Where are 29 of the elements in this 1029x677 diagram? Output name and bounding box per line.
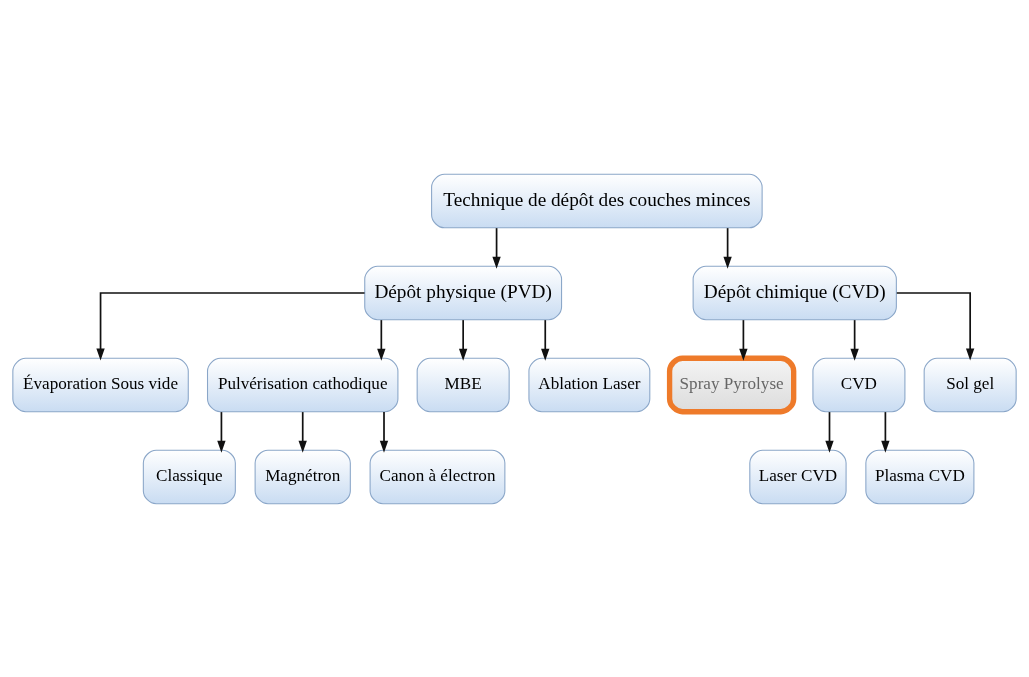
node-box: Laser CVD bbox=[749, 449, 847, 504]
node-box: CVD bbox=[812, 357, 906, 412]
node-box: Dépôt chimique (CVD) bbox=[692, 265, 897, 320]
arrow bbox=[850, 318, 859, 361]
node-box: Évaporation Sous vide bbox=[12, 357, 189, 412]
arrow bbox=[825, 410, 834, 453]
arrow bbox=[895, 291, 975, 360]
arrow bbox=[492, 226, 501, 269]
node-box: Spray Pyrolyse bbox=[666, 355, 797, 414]
node-box: MBE bbox=[416, 357, 510, 412]
arrow bbox=[377, 318, 386, 361]
node-box: Dépôt physique (PVD) bbox=[364, 265, 563, 320]
arrow bbox=[723, 226, 732, 269]
node-box: Technique de dépôt des couches minces bbox=[431, 173, 763, 228]
arrow bbox=[881, 410, 890, 453]
node-box: Ablation Laser bbox=[528, 357, 651, 412]
node-box: Canon à électron bbox=[369, 449, 506, 504]
node-box: Magnétron bbox=[254, 449, 351, 504]
arrow bbox=[96, 291, 366, 360]
node-box: Plasma CVD bbox=[865, 449, 975, 504]
node-box: Sol gel bbox=[923, 357, 1017, 412]
arrow bbox=[541, 318, 550, 361]
arrow bbox=[739, 318, 748, 361]
node-box: Pulvérisation cathodique bbox=[207, 357, 399, 412]
arrow bbox=[217, 410, 226, 453]
node-box: Classique bbox=[142, 449, 236, 504]
arrow bbox=[458, 318, 468, 361]
arrow bbox=[298, 410, 307, 453]
arrow bbox=[379, 410, 389, 453]
